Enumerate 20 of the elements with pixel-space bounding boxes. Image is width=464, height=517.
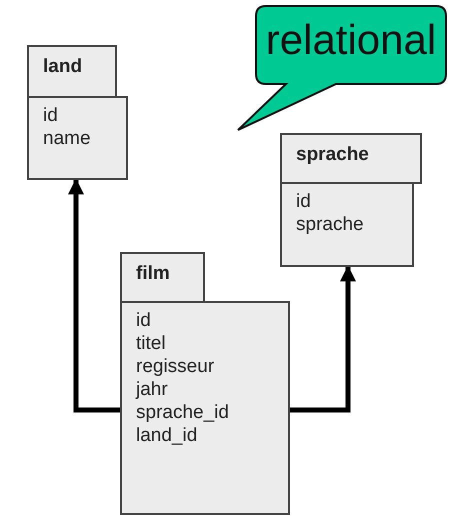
field-name: name (43, 127, 92, 150)
table-name: sprache (280, 133, 422, 184)
field-name: id (136, 309, 152, 332)
field-name: land_id (136, 424, 198, 447)
field-name: id (43, 104, 59, 127)
field-name: sprache_id (136, 401, 230, 424)
table-name: film (120, 252, 205, 303)
field-name: sprache (296, 213, 365, 236)
speech-bubble (236, 4, 448, 132)
field-name: regisseur (136, 355, 216, 378)
arrow (290, 265, 356, 412)
table-name: land (27, 45, 117, 98)
entity-table (120, 252, 290, 515)
entity-table (27, 45, 128, 180)
callout-text: relational (264, 16, 438, 64)
field-name: titel (136, 332, 167, 355)
arrow (68, 178, 120, 412)
field-name: id (296, 190, 312, 213)
field-name: jahr (136, 378, 169, 401)
entity-table (280, 133, 422, 267)
